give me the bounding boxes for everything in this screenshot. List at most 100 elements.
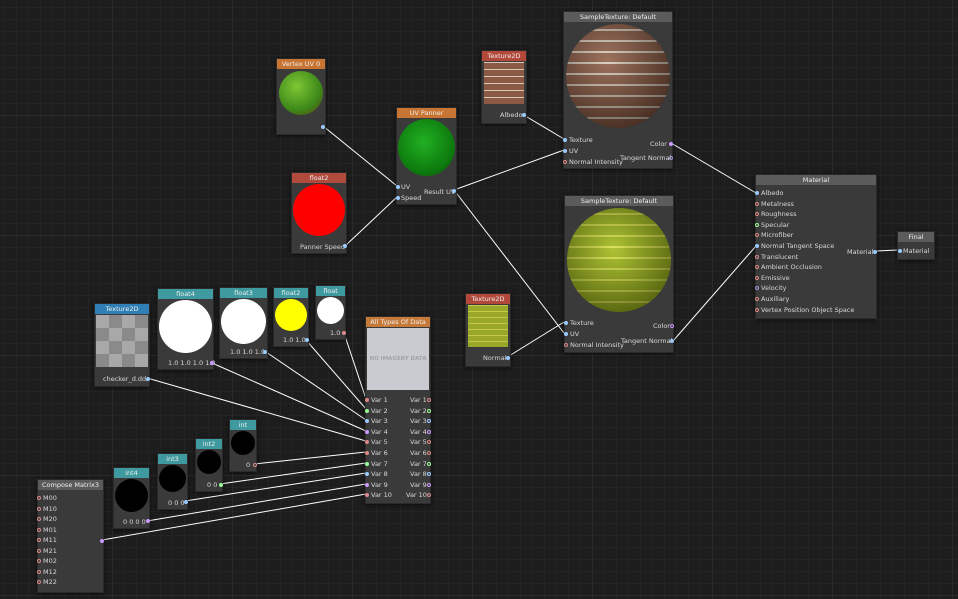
uv-panner-node[interactable]: UV Panner UV Speed Result UV <box>396 107 457 205</box>
var-output-port[interactable] <box>427 472 431 477</box>
matrix-input-port[interactable] <box>37 527 41 532</box>
material-input-port[interactable] <box>755 191 759 195</box>
var-input-port[interactable] <box>365 419 369 424</box>
matrix-input-port[interactable] <box>37 548 41 553</box>
var-input-port[interactable] <box>365 472 369 477</box>
output-port[interactable] <box>305 338 309 342</box>
output-port[interactable] <box>100 539 104 543</box>
var-output-port[interactable] <box>427 482 431 487</box>
final-node[interactable]: Final Material <box>897 231 935 260</box>
float4-node[interactable]: float4 1.0 1.0 1.0 1.0 <box>157 288 216 370</box>
var-input-port[interactable] <box>365 451 369 455</box>
uv-input-port[interactable] <box>563 149 567 153</box>
output-port[interactable] <box>253 463 257 467</box>
value-label: 1.0 1.0 1.0 1.0 <box>168 359 216 367</box>
texture-input-port[interactable] <box>564 321 568 325</box>
texture2d-normal-node[interactable]: Texture2D Normal <box>465 293 511 367</box>
material-input-port[interactable] <box>755 222 759 227</box>
color-output-port[interactable] <box>670 324 674 328</box>
node-title: float2 <box>274 288 308 298</box>
var-input-port[interactable] <box>365 482 369 487</box>
material-output-port[interactable] <box>873 250 877 254</box>
var-output-port[interactable] <box>427 440 431 445</box>
var-output-port[interactable] <box>427 429 431 434</box>
material-input-port[interactable] <box>755 275 759 280</box>
texture-input-port[interactable] <box>563 138 567 142</box>
output-port[interactable] <box>210 361 214 365</box>
output-port[interactable] <box>219 483 223 487</box>
sample-texture-node-2[interactable]: SampleTexture: Default Texture UV Normal… <box>564 195 674 353</box>
material-input-port[interactable] <box>755 233 759 238</box>
normal-intensity-port[interactable] <box>564 343 568 347</box>
output-port[interactable] <box>263 350 267 354</box>
material-input-port[interactable] <box>755 265 759 270</box>
var-input-port[interactable] <box>365 461 369 466</box>
wire <box>508 321 565 357</box>
material-input-port[interactable] <box>755 201 759 206</box>
var-input-port[interactable] <box>365 429 369 434</box>
matrix-input-port[interactable] <box>37 496 41 500</box>
output-port[interactable] <box>342 331 346 335</box>
var-output-port[interactable] <box>427 398 431 402</box>
int4-node[interactable]: int4 0 0 0 0 <box>113 467 150 529</box>
matrix-input-port[interactable] <box>37 580 41 584</box>
matrix-input-port[interactable] <box>37 517 41 521</box>
normal-intensity-port[interactable] <box>563 160 567 164</box>
var-input-port[interactable] <box>365 493 369 498</box>
float2-speed-node[interactable]: float2 Panner Speed <box>291 172 347 254</box>
output-port[interactable] <box>452 189 456 193</box>
output-port[interactable] <box>146 519 150 523</box>
material-input-port[interactable] <box>755 297 759 301</box>
var-input-port[interactable] <box>365 398 369 402</box>
input-label: UV <box>570 330 580 338</box>
int2-node[interactable]: int2 0 0 <box>195 438 223 492</box>
material-input-port[interactable] <box>755 244 759 248</box>
texture2d-albedo-node[interactable]: Texture2D Albedo <box>481 50 527 124</box>
var-output-port[interactable] <box>427 493 431 498</box>
int3-node[interactable]: int3 0 0 0 <box>157 453 188 510</box>
material-input-port[interactable] <box>755 212 759 217</box>
float2-yellow-node[interactable]: float2 1.0 1.0 <box>273 287 309 347</box>
material-input-port[interactable] <box>898 249 902 253</box>
material-input-port[interactable] <box>755 286 759 291</box>
matrix-input-port[interactable] <box>37 559 41 563</box>
output-port[interactable] <box>184 500 188 504</box>
matrix-input-label: M21 <box>43 546 57 555</box>
var-input-port[interactable] <box>365 408 369 413</box>
tangent-normal-output-port[interactable] <box>670 339 674 343</box>
material-input-port[interactable] <box>755 254 759 259</box>
vertex-uv-node[interactable]: Vertex UV 0 <box>276 58 326 135</box>
value-label: 0 0 0 <box>168 499 185 507</box>
float-node[interactable]: float 1.0 <box>315 285 346 340</box>
matrix-input-port[interactable] <box>37 569 41 574</box>
var-output-port[interactable] <box>427 461 431 466</box>
uv-input-port[interactable] <box>564 332 568 336</box>
sample-texture-node-1[interactable]: SampleTexture: Default Texture UV Normal… <box>563 11 673 169</box>
material-input-port[interactable] <box>755 307 759 312</box>
texture2d-checker-node[interactable]: Texture2D checker_d.dds <box>94 303 150 387</box>
matrix-input-port[interactable] <box>37 538 41 542</box>
wire <box>146 377 367 442</box>
speed-input-port[interactable] <box>396 196 400 200</box>
output-port[interactable] <box>343 244 347 248</box>
var-output-port[interactable] <box>427 419 431 424</box>
float3-node[interactable]: float3 1.0 1.0 1.0 <box>219 287 268 359</box>
output-port[interactable] <box>506 356 510 360</box>
matrix-input-port[interactable] <box>37 506 41 511</box>
color-output-port[interactable] <box>669 142 673 146</box>
output-port[interactable] <box>146 377 150 381</box>
preview-sphere <box>231 431 255 455</box>
tangent-normal-output-port[interactable] <box>669 156 673 160</box>
var-output-port[interactable] <box>427 451 431 455</box>
var-input-port[interactable] <box>365 440 369 445</box>
int-node[interactable]: int 0 <box>229 419 257 472</box>
output-label: checker_d.dds <box>103 375 150 383</box>
uv-input-port[interactable] <box>396 185 400 189</box>
output-port[interactable] <box>321 125 325 129</box>
output-port[interactable] <box>522 113 526 117</box>
var-output-port[interactable] <box>427 408 431 413</box>
wire <box>253 451 367 465</box>
